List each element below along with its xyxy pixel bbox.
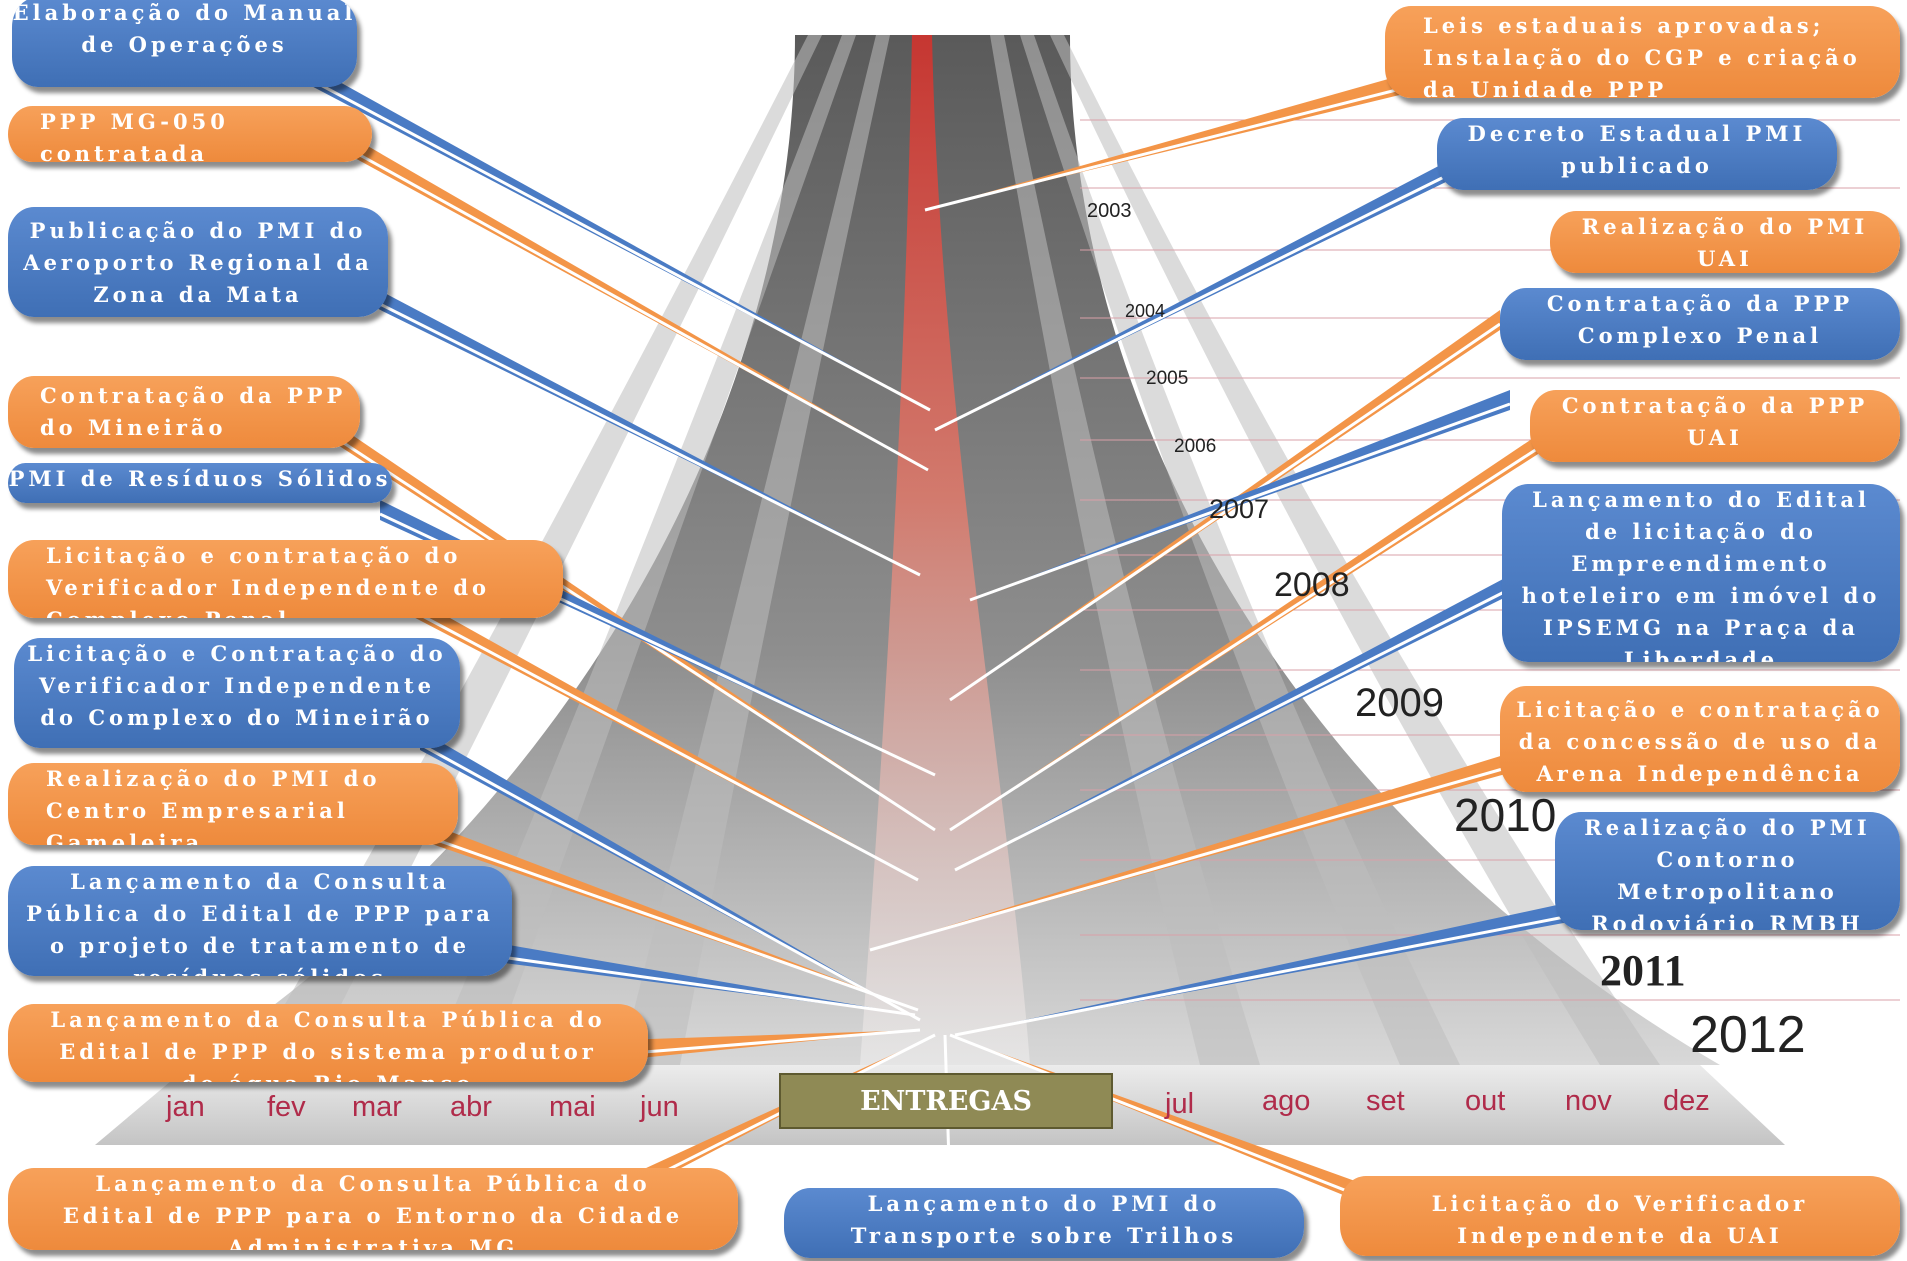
callout-pointer [950, 420, 1560, 830]
callout-pointers [299, 60, 1581, 1210]
year-label: 2008 [1274, 566, 1350, 604]
callout-pointer-edge [934, 172, 1451, 432]
callout-box: Elaboração do Manual de Operações [12, 0, 357, 87]
callout-pointer [870, 750, 1520, 950]
callout-pointer-edge [619, 1028, 921, 1056]
callout-box: Leis estaduais aprovadas; Instalação do … [1385, 6, 1900, 98]
month-label: jan [166, 1091, 205, 1123]
callout-pointer-edge [619, 1033, 936, 1196]
month-label: fev [267, 1091, 306, 1123]
callout-pointer-edge [399, 602, 919, 882]
callout-box: Licitação e contratação da concessão de … [1500, 686, 1900, 792]
callout-pointer [420, 730, 920, 1020]
callout-pointer-edge [949, 1033, 1381, 1206]
callout-box: Contratação da PPP do Mineirão [8, 376, 360, 448]
entregas-box: ENTREGAS [779, 1073, 1113, 1129]
road-stripe [1020, 35, 1460, 1065]
month-label: mai [549, 1091, 596, 1123]
callout-pointer [955, 570, 1520, 870]
callout-box: Publicação do PMI do Aeroporto Regional … [8, 207, 388, 317]
month-label: jul [1165, 1088, 1195, 1120]
callout-box: Lançamento do Edital de licitação do Emp… [1502, 484, 1900, 662]
month-label: dez [1663, 1085, 1710, 1117]
year-label: 2011 [1600, 946, 1686, 995]
road-stripe [990, 35, 1260, 1065]
callout-box: Contratação da PPP Complexo Penal [1500, 288, 1900, 360]
road-stripe [1050, 35, 1660, 1065]
callout-box: Lançamento do PMI do Transporte sobre Tr… [784, 1188, 1304, 1258]
callout-box: PMI de Resíduos Sólidos [8, 463, 392, 503]
callout-pointer-edge [949, 432, 1561, 832]
callout-pointer-edge [954, 582, 1521, 872]
callout-box: Realização do PMI do Centro Empresarial … [8, 763, 458, 845]
callout-box: Lançamento da Consulta Pública do Edital… [8, 866, 512, 976]
callout-pointer-edge [359, 292, 921, 577]
callout-pointer-edge [924, 82, 1421, 212]
year-label: 2012 [1690, 1006, 1806, 1064]
callout-pointer [935, 160, 1450, 430]
callout-box: Realização do PMI UAI [1550, 211, 1900, 273]
month-label: out [1465, 1085, 1506, 1117]
callout-pointer [970, 390, 1510, 600]
callout-pointer [955, 900, 1580, 1035]
callout-pointer-edge [869, 762, 1521, 952]
callout-pointer-edge [419, 742, 921, 1022]
callout-pointer [480, 940, 915, 1015]
year-label: 2004 [1125, 301, 1166, 321]
callout-box: Decreto Estadual PMI publicado [1437, 118, 1837, 190]
callout-pointer-edge [339, 142, 929, 472]
year-label: 2005 [1146, 368, 1189, 389]
year-label: 2010 [1454, 789, 1557, 841]
road-stripe [430, 35, 856, 1065]
month-label: ago [1262, 1085, 1311, 1117]
month-label: set [1366, 1085, 1405, 1117]
callout-pointer [300, 60, 930, 410]
callout-pointer-edge [419, 832, 919, 1012]
callout-pointer-edge [969, 402, 1511, 602]
callout-box: Lançamento da Consulta Pública do Edital… [8, 1004, 648, 1082]
callout-pointer-edge [299, 72, 931, 412]
callout-box: PPP MG-050 contratada [8, 106, 372, 162]
callout-box: Realização do PMI Contorno Metropolitano… [1555, 812, 1900, 930]
callout-box: Licitação do Verificador Independente da… [1340, 1176, 1900, 1256]
month-label: nov [1565, 1085, 1612, 1117]
callout-pointer-edge [954, 912, 1581, 1037]
year-label: 2009 [1355, 681, 1444, 725]
road-stripes [250, 35, 1660, 1065]
callout-box: Lançamento da Consulta Pública do Edital… [8, 1168, 738, 1250]
road-stripe [620, 35, 890, 1065]
callout-pointer [340, 130, 928, 470]
year-label: 2003 [1087, 200, 1132, 222]
month-label: mar [352, 1091, 402, 1123]
callout-box: Licitação e Contratação do Verificador I… [14, 638, 460, 748]
year-label: 2007 [1209, 494, 1270, 524]
callout-pointer-edge [479, 952, 916, 1017]
callout-pointer [400, 590, 918, 880]
callout-pointer [925, 70, 1420, 210]
callout-pointer [330, 420, 935, 830]
year-label: 2006 [1174, 436, 1217, 457]
month-label: jun [640, 1091, 679, 1123]
callout-pointer-edge [949, 322, 1501, 702]
road-stripe [250, 35, 822, 1065]
callout-box: Contratação da PPP UAI [1530, 390, 1900, 462]
callout-pointer [420, 820, 918, 1010]
callout-box: Licitação e contratação do Verificador I… [8, 540, 563, 618]
callout-pointer [360, 280, 920, 575]
month-label: abr [450, 1091, 492, 1123]
